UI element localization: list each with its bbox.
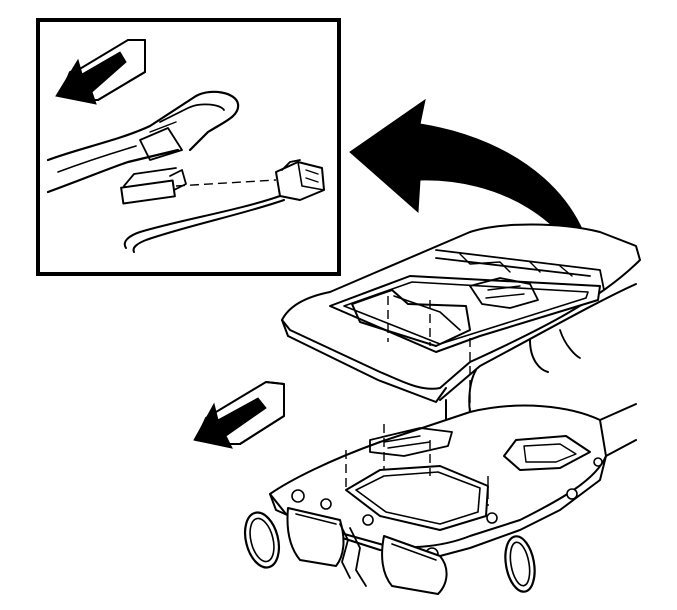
headliner-panel [269,403,637,561]
forward-direction-arrow-icon [193,381,285,449]
connector-alignment-line [175,179,277,187]
inset-detail-view [36,18,341,276]
sun-visor-right [349,527,448,595]
forward-direction-arrow-icon [55,39,146,105]
harness-connector [123,159,325,253]
grab-handle-left [243,511,281,569]
grab-handle-right [504,535,536,593]
roof-panel [281,223,641,492]
sun-visor-left [286,507,351,579]
headliner-edge-detail [46,90,240,205]
inset-frame [36,18,341,276]
